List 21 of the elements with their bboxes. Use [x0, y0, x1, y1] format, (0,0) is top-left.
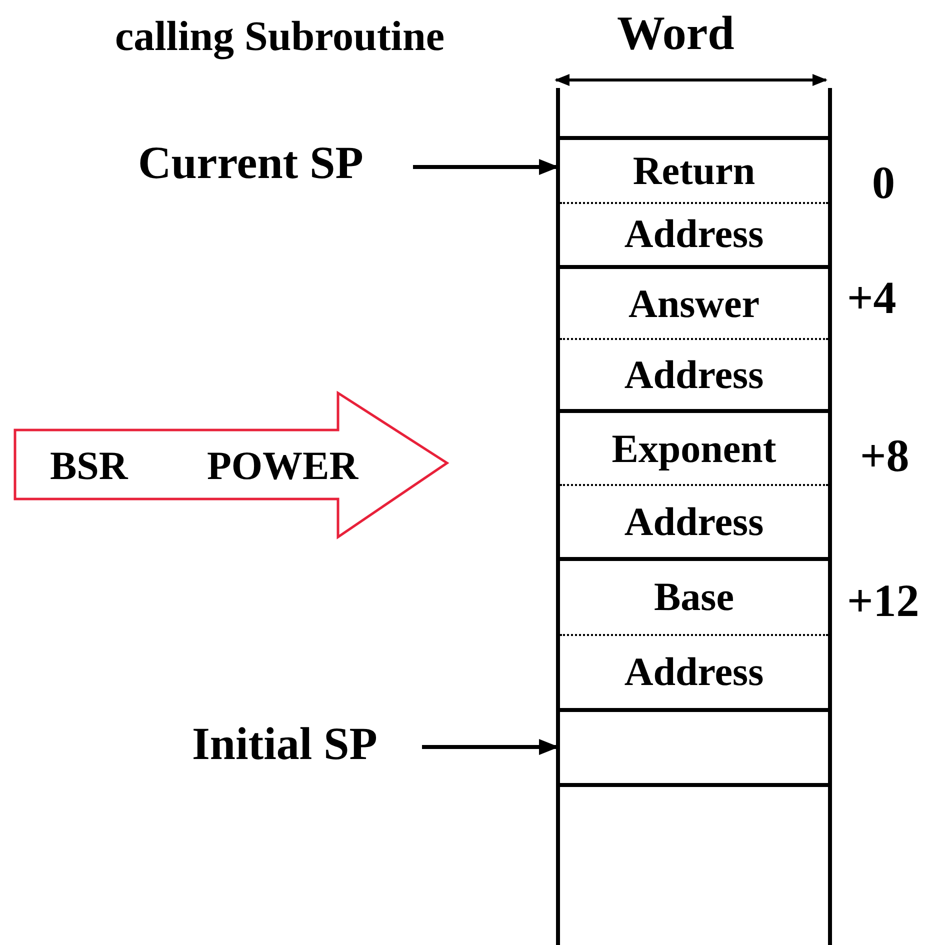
instruction-text: POWER — [207, 446, 358, 486]
cell-text: Answer — [628, 284, 760, 324]
heading-text: Word — [617, 10, 734, 58]
cell-text: Exponent — [612, 428, 776, 468]
cell-text: Address — [624, 502, 764, 542]
arrow — [422, 739, 559, 755]
cell-text: Return — [632, 150, 756, 191]
cell-text: Address — [624, 652, 764, 692]
pointer-label: Current SP — [138, 140, 364, 186]
instruction-text: BSR — [50, 446, 128, 486]
cell-text: Base — [654, 577, 734, 618]
block-arrow — [13, 390, 451, 540]
cell-text: Address — [624, 214, 764, 254]
arrow — [413, 159, 559, 175]
cell-text: Address — [624, 354, 764, 394]
heading-text: calling Subroutine — [115, 16, 444, 58]
offset-label: +12 — [847, 578, 920, 624]
offset-label: 0 — [872, 160, 895, 206]
offset-label: +8 — [860, 433, 910, 479]
offset-label: +4 — [847, 275, 896, 321]
pointer-label: Initial SP — [192, 721, 378, 767]
